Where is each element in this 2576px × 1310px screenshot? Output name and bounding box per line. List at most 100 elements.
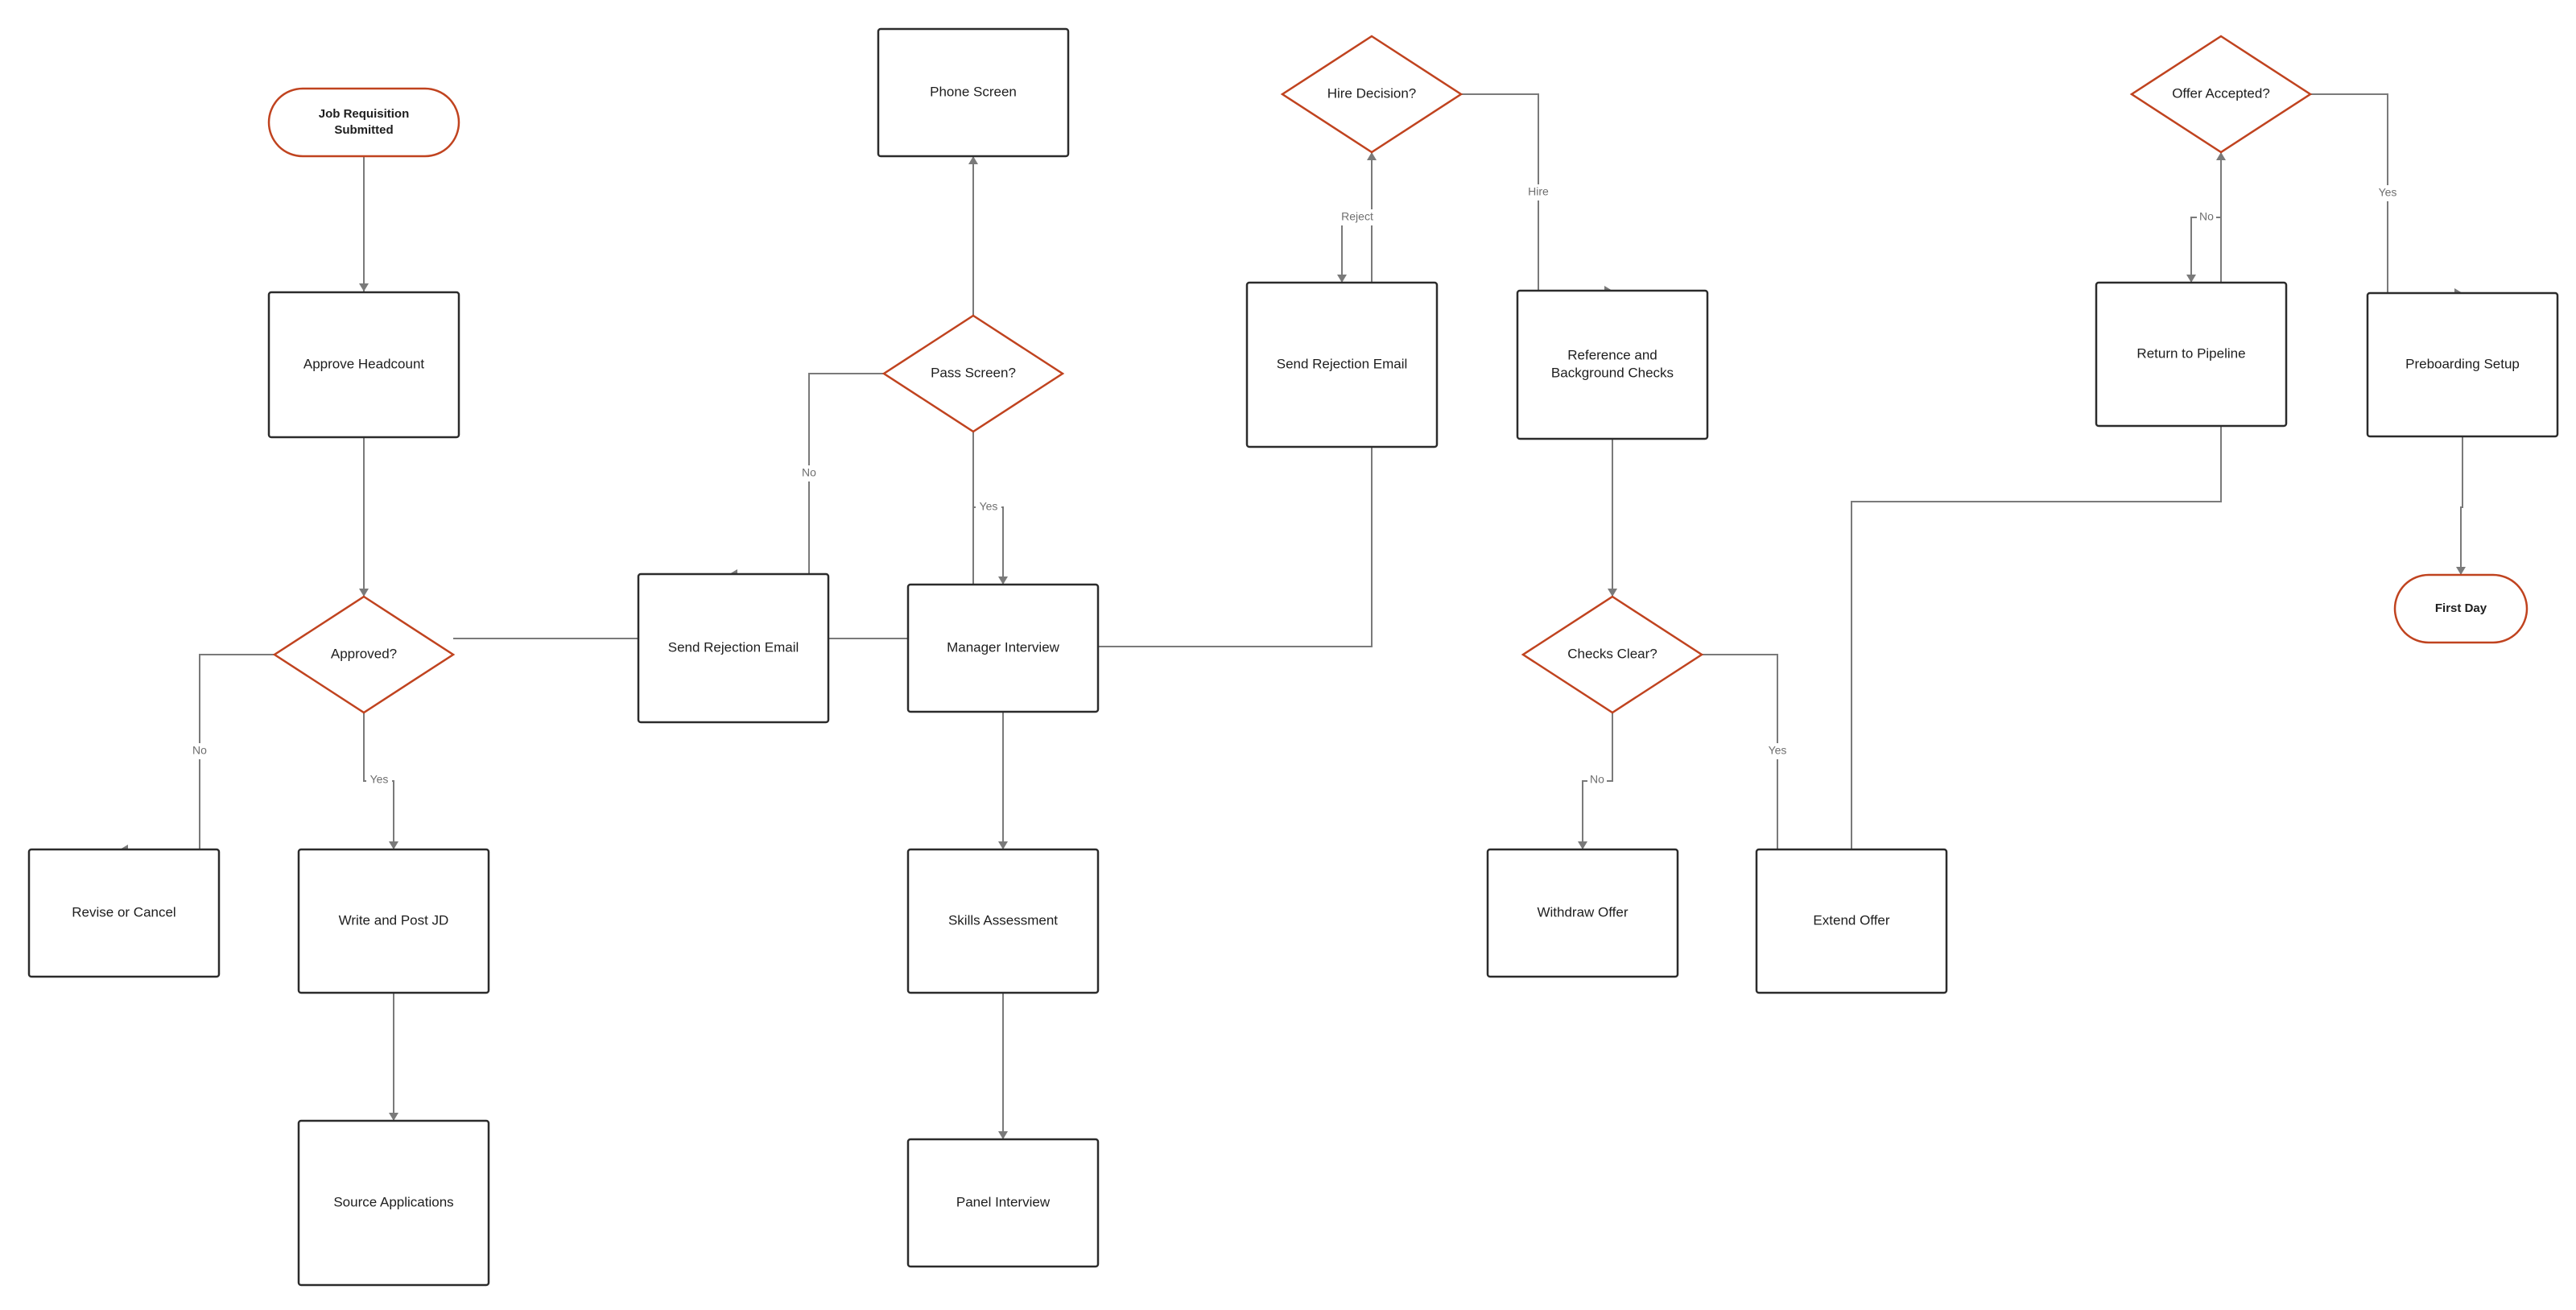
node-label-checks-clear: Checks Clear? bbox=[1567, 646, 1657, 661]
edge-preboarding-firstday bbox=[2460, 436, 2463, 575]
process-box bbox=[906, 1138, 1100, 1268]
decision-diamond bbox=[881, 314, 1065, 433]
process-box bbox=[906, 583, 1100, 713]
node-label-reject-email-1: Send Rejection Email bbox=[668, 639, 799, 655]
edge-approved-writejd-arrowhead bbox=[389, 841, 398, 849]
node-hire-decision[interactable]: Hire Decision? bbox=[1280, 35, 1463, 154]
edge-pass-rejectemail bbox=[808, 373, 884, 574]
edge-return-offer-arrowhead bbox=[2216, 152, 2226, 160]
node-label-extend-offer: Extend Offer bbox=[1813, 912, 1889, 928]
decision-diamond bbox=[2129, 35, 2313, 154]
node-preboarding[interactable]: Preboarding Setup bbox=[2366, 291, 2559, 438]
node-revise-cancel[interactable]: Revise or Cancel bbox=[27, 848, 221, 978]
process-box bbox=[27, 848, 221, 978]
process-box bbox=[297, 848, 490, 994]
edge-label-checks-no: No bbox=[1590, 773, 1604, 786]
node-label-reject-email-2: Send Rejection Email bbox=[1277, 356, 1408, 371]
node-write-post-jd[interactable]: Write and Post JD bbox=[297, 848, 490, 994]
edge-preboarding-firstday-arrowhead bbox=[2456, 567, 2466, 575]
node-label-ref-checks-line-2: Background Checks bbox=[1551, 365, 1674, 380]
node-reject-email-2[interactable]: Send Rejection Email bbox=[1245, 281, 1439, 448]
edge-label-bg bbox=[1765, 743, 1790, 759]
process-box bbox=[637, 572, 830, 724]
edge-rejectemail2-hire-arrowhead bbox=[1367, 152, 1377, 160]
node-offer-accepted[interactable]: Offer Accepted? bbox=[2129, 35, 2313, 154]
edge-manager-hire bbox=[1098, 444, 1373, 647]
node-label-return-pipeline: Return to Pipeline bbox=[2136, 345, 2245, 361]
node-approved[interactable]: Approved? bbox=[272, 595, 456, 714]
node-label-hire-decision: Hire Decision? bbox=[1327, 85, 1417, 101]
decision-diamond bbox=[1280, 35, 1463, 154]
node-phone-screen[interactable]: Phone Screen bbox=[877, 27, 1070, 158]
edge-label-bg bbox=[976, 499, 1001, 515]
edge-checks-extend bbox=[1702, 654, 1778, 849]
node-first-day[interactable]: First Day bbox=[2393, 573, 2529, 644]
edge-label-bg bbox=[190, 743, 209, 759]
edge-label-offer-no: No bbox=[2199, 210, 2214, 223]
process-box bbox=[1245, 281, 1439, 448]
node-approve-headcount[interactable]: Approve Headcount bbox=[267, 291, 460, 439]
edge-skills-panel-arrowhead bbox=[998, 1131, 1008, 1139]
edge-offer-return bbox=[2190, 217, 2221, 283]
node-label-ref-checks-line-1: Reference and bbox=[1567, 347, 1657, 362]
edge-label-bg bbox=[2197, 209, 2216, 225]
edge-headcount-approved-arrowhead bbox=[359, 589, 369, 597]
edge-hire-refchecks bbox=[1461, 93, 1539, 291]
edge-extend-return bbox=[1851, 426, 2222, 849]
edge-yes-manager-arrowhead bbox=[998, 576, 1008, 585]
node-reject-email-1[interactable]: Send Rejection Email bbox=[637, 572, 830, 724]
node-label-source-apps: Source Applications bbox=[333, 1194, 453, 1209]
edge-writejd-source-arrowhead bbox=[389, 1113, 398, 1121]
node-label-approved: Approved? bbox=[331, 646, 397, 661]
edge-hire-reject bbox=[1341, 217, 1372, 283]
edge-label-hire-reject: Reject bbox=[1341, 210, 1373, 223]
edge-yes-manager bbox=[973, 506, 1004, 585]
edge-offer-return-head-arrowhead bbox=[2186, 275, 2196, 283]
node-pass-screen[interactable]: Pass Screen? bbox=[881, 314, 1065, 433]
process-box bbox=[297, 1119, 490, 1287]
edge-label-hire-hire: Hire bbox=[1528, 185, 1549, 198]
node-return-pipeline[interactable]: Return to Pipeline bbox=[2095, 281, 2288, 428]
edge-label-approved-no: No bbox=[192, 744, 207, 757]
node-label-skills-assessment: Skills Assessment bbox=[948, 912, 1058, 928]
node-manager-interview[interactable]: Manager Interview bbox=[906, 583, 1100, 713]
terminal-pill bbox=[267, 87, 460, 158]
edge-label-bg bbox=[366, 772, 392, 788]
edge-hire-reject-head-arrowhead bbox=[1337, 275, 1347, 283]
node-extend-offer[interactable]: Extend Offer bbox=[1755, 848, 1948, 994]
terminal-pill bbox=[2393, 573, 2529, 644]
node-panel-interview[interactable]: Panel Interview bbox=[906, 1138, 1100, 1268]
node-skills-assessment[interactable]: Skills Assessment bbox=[906, 848, 1100, 994]
edge-pass-phonescreen-arrowhead bbox=[968, 156, 978, 164]
node-label-start-line-2: Submitted bbox=[334, 123, 393, 137]
edge-label-checks-yes: Yes bbox=[1769, 744, 1787, 757]
node-label-start-line-1: Job Requisition bbox=[319, 107, 410, 121]
edge-refchecks-checks-arrowhead bbox=[1608, 589, 1617, 597]
edge-label-pass-yes: Yes bbox=[980, 500, 998, 513]
node-withdraw-offer[interactable]: Withdraw Offer bbox=[1486, 848, 1679, 978]
edge-label-offer-yes: Yes bbox=[2379, 186, 2397, 199]
node-label-preboarding: Preboarding Setup bbox=[2405, 356, 2520, 371]
node-label-panel-interview: Panel Interview bbox=[956, 1194, 1051, 1209]
edge-start-headcount-arrowhead bbox=[359, 283, 369, 291]
process-box bbox=[1755, 848, 1948, 994]
edge-label-bg bbox=[2375, 185, 2401, 201]
node-label-offer-accepted: Offer Accepted? bbox=[2172, 85, 2270, 101]
node-label-approve-headcount: Approve Headcount bbox=[303, 356, 425, 371]
edge-label-bg bbox=[1335, 209, 1380, 225]
node-label-write-post-jd: Write and Post JD bbox=[339, 912, 449, 928]
node-checks-clear[interactable]: Checks Clear? bbox=[1521, 595, 1704, 714]
edge-offer-preboarding bbox=[2310, 93, 2388, 293]
edge-label-approved-yes: Yes bbox=[370, 773, 389, 786]
node-source-apps[interactable]: Source Applications bbox=[297, 1119, 490, 1287]
process-box bbox=[2366, 291, 2559, 438]
decision-diamond bbox=[1521, 595, 1704, 714]
process-box bbox=[877, 27, 1070, 158]
node-label-withdraw-offer: Withdraw Offer bbox=[1537, 904, 1628, 919]
edge-label-bg bbox=[1522, 184, 1554, 200]
